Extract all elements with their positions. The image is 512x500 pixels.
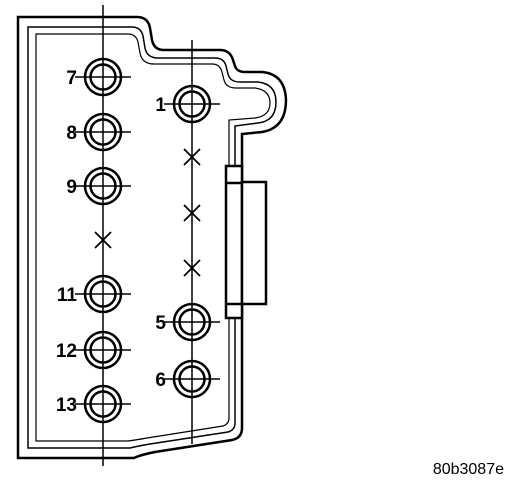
housing-inner-outline-2 [35, 33, 271, 442]
pin-label-5: 5 [155, 313, 166, 334]
connector-housing [16, 15, 288, 460]
pin-cavity-12: 12 [56, 330, 131, 370]
empty-cavity-marker [183, 148, 201, 166]
housing-outer-outline [16, 15, 288, 460]
empty-cavity-x-stroke [183, 204, 201, 222]
pin-cavity-13: 13 [56, 384, 131, 424]
pin-label-1: 1 [155, 95, 166, 116]
pin-label-12: 12 [56, 341, 77, 362]
empty-cavity-marker [183, 204, 201, 222]
pin-label-7: 7 [66, 68, 77, 89]
pin-label-11: 11 [57, 285, 78, 306]
pin-cavity-8: 8 [66, 112, 131, 152]
empty-cavity-marker [94, 231, 112, 249]
pin-cavity-9: 9 [66, 166, 131, 206]
empty-cavity-x-stroke [183, 259, 201, 277]
reference-code: 80b3087e [433, 461, 504, 478]
pin-label-8: 8 [66, 123, 77, 144]
empty-cavity-x-stroke [183, 148, 201, 166]
pin-label-13: 13 [56, 395, 77, 416]
pin-label-6: 6 [155, 370, 166, 391]
pin-cavity-6: 6 [155, 359, 220, 399]
locking-latch [224, 164, 268, 320]
empty-cavity-x-stroke [94, 231, 112, 249]
pin-cavity-5: 5 [155, 302, 220, 342]
pin-cavity-11: 11 [57, 274, 131, 314]
pin-cavity-1: 1 [155, 84, 220, 124]
pin-cavity-7: 7 [66, 57, 131, 97]
empty-cavity-marker [183, 259, 201, 277]
housing-inner-outline [27, 26, 277, 449]
pins-layer: 7 8 9 11 12 13 1 5 6 [56, 57, 220, 424]
pin-label-9: 9 [66, 177, 77, 198]
